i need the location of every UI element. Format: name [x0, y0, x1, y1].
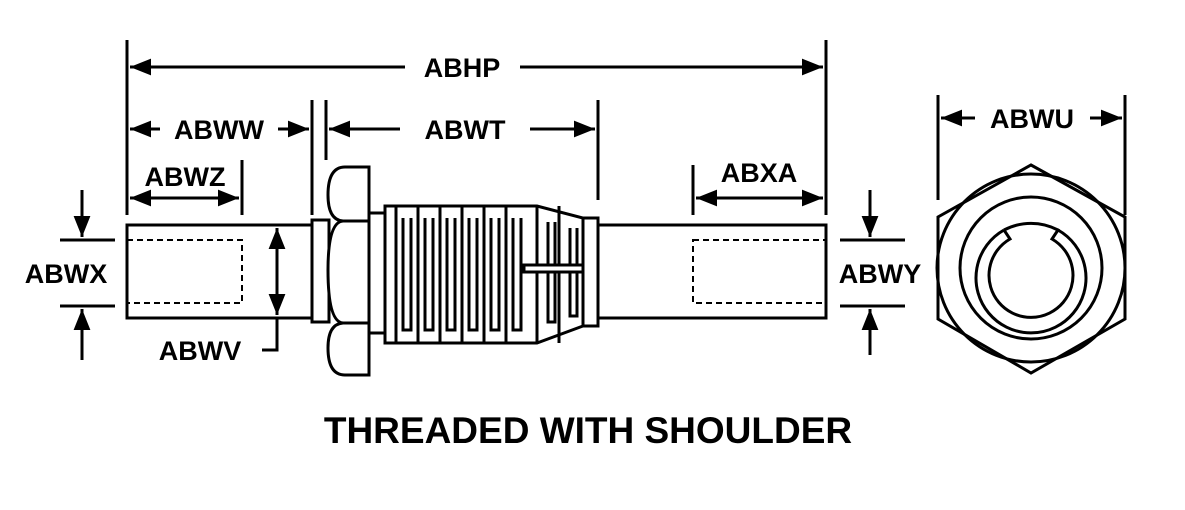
threaded-body [383, 204, 600, 345]
dim-label-abww: ABWW [174, 115, 264, 145]
thread-groove [394, 206, 413, 343]
dim-label-abwu: ABWU [990, 104, 1074, 134]
thread-groove [482, 206, 501, 343]
key-ring [974, 228, 1088, 335]
right-shaft [596, 223, 828, 320]
right-bore-hidden [692, 239, 827, 304]
diagram-title: THREADED WITH SHOULDER [324, 410, 852, 451]
dim-label-abhp: ABHP [424, 53, 501, 83]
dim-label-abwy: ABWY [839, 259, 922, 289]
thread-groove [460, 206, 479, 343]
collar [581, 216, 600, 328]
hex-nut [326, 165, 371, 377]
dim-label-abwt: ABWT [425, 115, 506, 145]
thread-groove [438, 206, 457, 343]
thread-groove [504, 206, 523, 343]
washer [310, 218, 331, 324]
hex-outline [936, 163, 1127, 375]
dimension-lines [60, 40, 1127, 360]
end-view [935, 163, 1127, 375]
thread-groove [416, 206, 435, 343]
dim-label-abxa: ABXA [721, 158, 798, 188]
dim-label-abwz: ABWZ [145, 162, 226, 192]
dim-label-abwv: ABWV [159, 336, 242, 366]
dim-label-abwx: ABWX [25, 259, 108, 289]
left-bore-hidden [126, 239, 243, 304]
slot [522, 263, 585, 274]
neck [367, 211, 387, 335]
left-shaft [125, 223, 315, 320]
side-view [125, 165, 828, 377]
